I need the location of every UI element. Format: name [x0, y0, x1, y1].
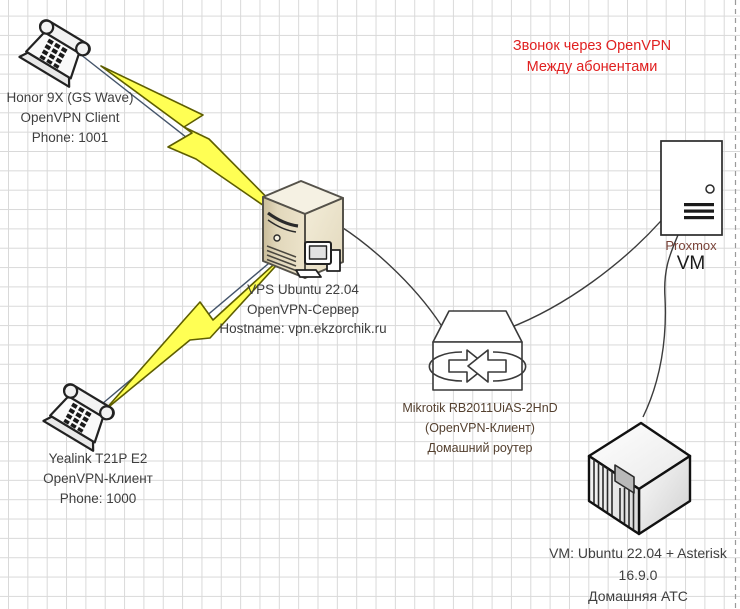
honor-phone-label: Honor 9X (GS Wave) OpenVPN Client Phone:…	[0, 88, 140, 148]
swoosh-arc	[428, 351, 463, 382]
label-line: VM	[676, 253, 706, 274]
honor-phone-icon[interactable]	[18, 17, 92, 88]
keypad	[63, 402, 92, 433]
label-line: Домашний роутер	[427, 441, 533, 455]
swoosh-arc	[492, 351, 527, 382]
vent-lines	[266, 245, 297, 272]
lightning-bolt-bottom[interactable]	[104, 245, 295, 411]
mikrotik-router-icon[interactable]	[428, 310, 527, 391]
diagram-title: Звонок через OpenVPN Между абонентами	[492, 36, 692, 78]
connector-proxmox-to-asterisk[interactable]	[642, 234, 679, 418]
asterisk-vm-label: VM: Ubuntu 22.04 + Asterisk 16.9.0 Домаш…	[528, 543, 740, 608]
label-line: Hostname: vpn.ekzorchik.ru	[219, 321, 387, 336]
arrow-left-icon	[467, 349, 507, 383]
vent-bars	[684, 203, 714, 220]
label-line: (OpenVPN-Клиент)	[425, 421, 535, 435]
power-button-icon	[705, 184, 715, 194]
vps-server-label: VPS Ubuntu 22.04 OpenVPN-Сервер Hostname…	[193, 280, 413, 339]
yealink-phone-icon[interactable]	[42, 381, 116, 452]
label-line: Yealink T21P E2	[48, 451, 148, 466]
mikrotik-router-label: Mikrotik RB2011UiAS-2HnD (OpenVPN-Клиент…	[370, 398, 590, 458]
asterisk-server-icon[interactable]	[587, 421, 692, 536]
desktop-pc-icon	[295, 241, 341, 278]
drive-slot	[267, 219, 297, 233]
label-line: Phone: 1001	[31, 130, 109, 145]
proxmox-label: Proxmox VM	[641, 238, 740, 275]
drive-slot	[267, 211, 299, 228]
keypad	[39, 38, 68, 69]
label-line: Honor 9X (GS Wave)	[6, 90, 134, 105]
vps-server-icon[interactable]	[262, 180, 344, 279]
title-line: Звонок через OpenVPN	[512, 38, 672, 54]
label-line: Домашняя АТС	[588, 588, 688, 604]
label-line: Proxmox	[665, 238, 717, 253]
panel	[614, 464, 635, 494]
label-line: VPS Ubuntu 22.04	[247, 282, 359, 297]
label-line: VM: Ubuntu 22.04 + Asterisk	[549, 545, 727, 561]
proxmox-host-icon[interactable]	[660, 140, 723, 236]
label-line: 16.9.0	[618, 566, 658, 583]
label-line: OpenVPN-Сервер	[246, 301, 360, 317]
title-line: Между абонентами	[526, 59, 658, 75]
label-line: Phone: 1000	[59, 491, 137, 506]
label-line: OpenVPN-Клиент	[43, 471, 153, 486]
power-button-icon	[273, 234, 281, 242]
label-line: Mikrotik RB2011UiAS-2HnD	[402, 401, 558, 415]
label-line: OpenVPN Client	[20, 110, 120, 125]
yealink-phone-label: Yealink T21P E2 OpenVPN-Клиент Phone: 10…	[8, 449, 188, 509]
